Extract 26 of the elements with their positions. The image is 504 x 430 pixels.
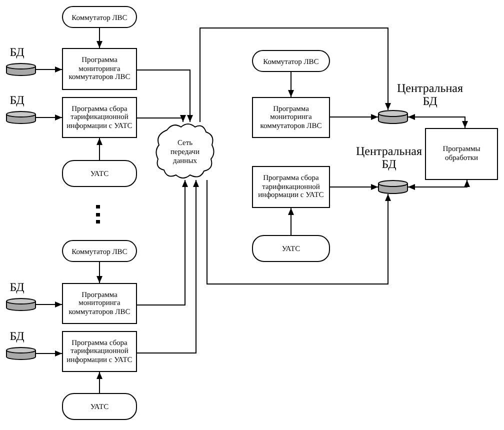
- arrow: [96, 138, 102, 160]
- arrow: [408, 114, 468, 128]
- arrow: [96, 372, 102, 394]
- arrow: [288, 72, 294, 98]
- arrow: [96, 262, 102, 284]
- arrow: [36, 302, 62, 308]
- arrow: [36, 350, 62, 356]
- arrow: [206, 180, 391, 284]
- arrow: [136, 180, 199, 354]
- arrow: [408, 180, 470, 190]
- arrow: [136, 115, 186, 122]
- arrow: [136, 180, 188, 306]
- arrow: [36, 66, 62, 72]
- database-label: БД: [8, 94, 26, 107]
- arrow: [330, 114, 378, 120]
- database-label: БД: [8, 46, 26, 59]
- arrow: [96, 28, 102, 48]
- database-label: Центральная БД: [355, 145, 423, 170]
- database-label: БД: [8, 330, 26, 343]
- database-label: БД: [8, 281, 26, 294]
- arrow: [330, 184, 378, 190]
- arrow: [200, 28, 391, 122]
- arrow: [36, 114, 62, 120]
- arrow: [136, 70, 193, 122]
- database-label: Центральная БД: [396, 82, 464, 108]
- arrow: [288, 208, 294, 236]
